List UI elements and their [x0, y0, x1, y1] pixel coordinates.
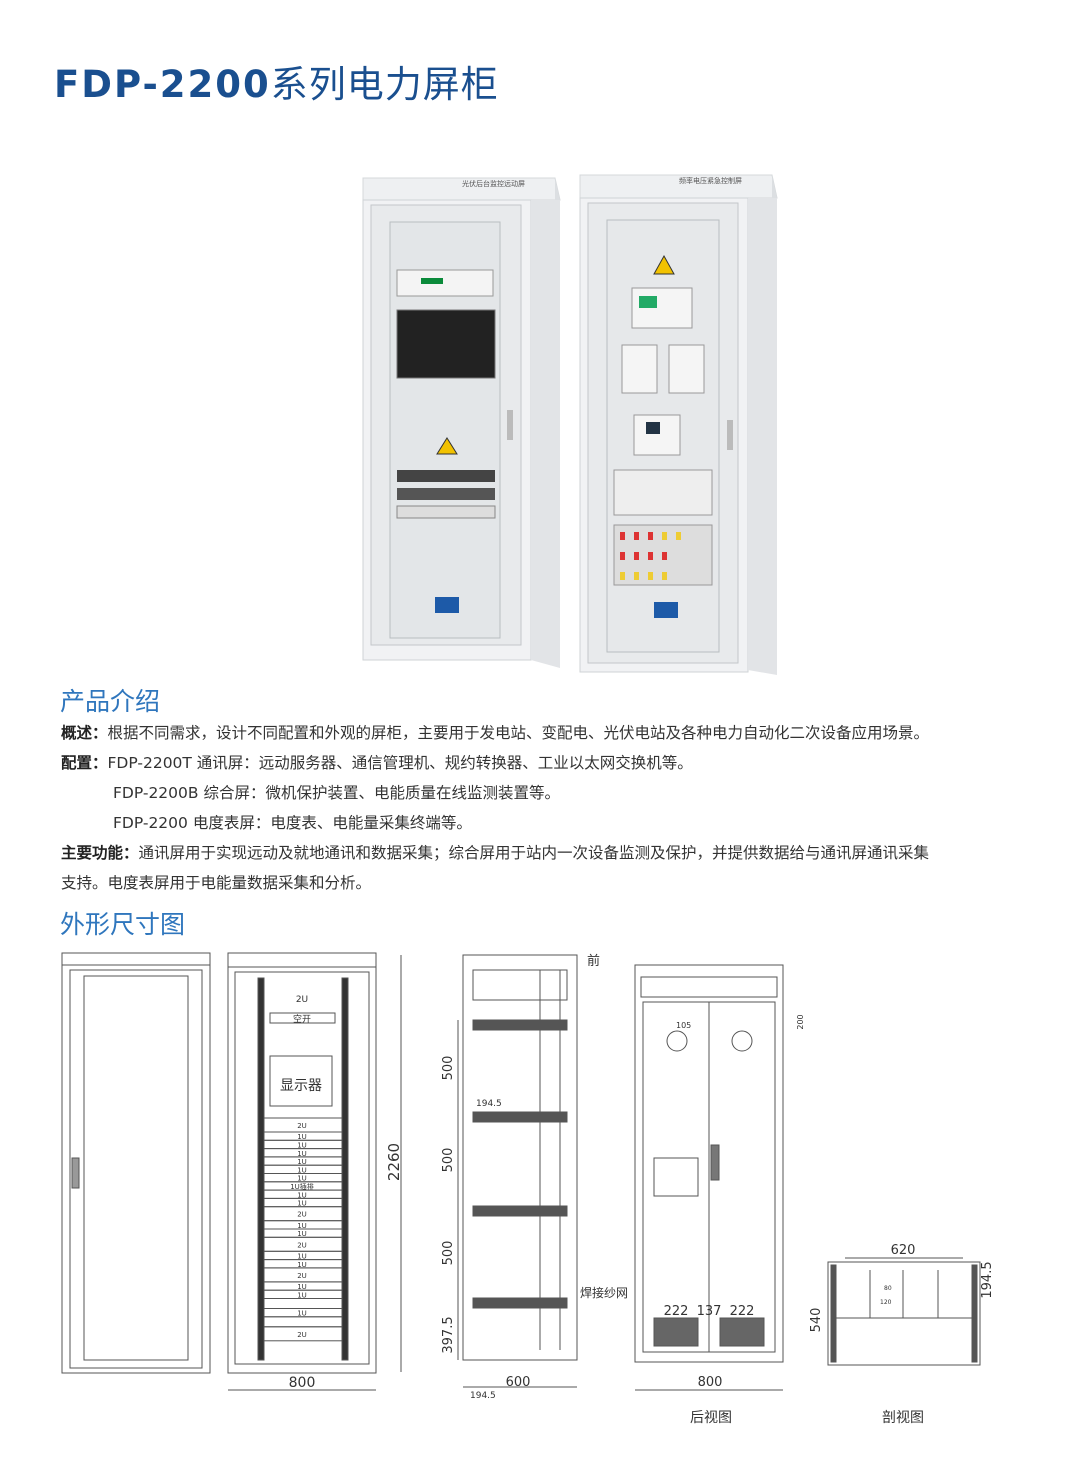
right-cabinet-label: 频率电压紧急控制屏: [679, 176, 742, 185]
rack-unit-label: 1U: [297, 1175, 307, 1183]
segment-dimension: 500: [441, 1241, 456, 1266]
intro-heading: 产品介绍: [60, 687, 161, 716]
segment-dimension: 500: [441, 1056, 456, 1081]
rack-unit-label: 2U: [297, 1241, 307, 1249]
rack-unit-label: 1U: [297, 1133, 307, 1141]
rear-dimension: 222: [730, 1304, 755, 1319]
function-label: 主要功能：: [61, 844, 139, 862]
title-model: FDP-2200: [54, 63, 271, 106]
rack-unit-label: 1U: [297, 1252, 307, 1260]
depth-dimension: 600: [506, 1375, 531, 1390]
rack-unit-label: 1U: [297, 1261, 307, 1269]
rack-units: 2U1U1U1U1U1U1U1U插排1U1U2U1U1U2U1U1U2U1U1U…: [263, 1117, 343, 1342]
rear-dimension: 222: [664, 1304, 689, 1319]
function-body: 通讯屏用于实现远动及就地通讯和数据采集；综合屏用于站内一次设备监测及保护，并提供…: [138, 844, 930, 862]
rear-dimension: 137: [697, 1304, 722, 1319]
rack-unit-label: 2U: [297, 1331, 307, 1339]
section-view-caption: 剖视图: [882, 1410, 924, 1426]
left-cabinet: 光伏后台监控远动屏: [362, 177, 561, 668]
function-text-cont: 支持。电度表屏用于电能量数据采集和分析。: [61, 874, 372, 892]
front-view: 2U 空开 显示器 2U1U1U1U1U1U1U1U插排1U1U2U1U1U2U…: [227, 952, 403, 1391]
overview-text: 概述：根据不同需求，设计不同配置和外观的屏柜，主要用于发电站、变配电、光伏电站及…: [61, 723, 929, 743]
right-cabinet: 频率电压紧急控制屏: [579, 174, 778, 675]
unit-label: 2U: [296, 995, 308, 1005]
rack-unit-label: 1U: [297, 1310, 307, 1318]
hole-dimension: 105: [676, 1021, 691, 1030]
rack-unit-label: 1U: [297, 1166, 307, 1174]
config-item: FDP-2200T 通讯屏：远动服务器、通信管理机、规约转换器、工业以太网交换机…: [107, 754, 693, 772]
mesh-label: 焊接纱网: [580, 1285, 628, 1300]
rack-unit: [263, 1298, 343, 1309]
rear-width-dimension: 800: [698, 1375, 723, 1390]
section-width-dimension: 620: [891, 1243, 916, 1258]
display-label: 显示器: [280, 1078, 322, 1094]
bottom-offset-dimension: 194.5: [470, 1391, 496, 1401]
segment-dimension: 500: [441, 1148, 456, 1173]
rear-view: 焊接纱网 222 137 222 200 105 800 后视图: [580, 964, 805, 1426]
rack-unit-label: 1U: [297, 1150, 307, 1158]
rack-unit-label: 2U: [297, 1211, 307, 1219]
dimension-drawings: 2U 空开 显示器 2U1U1U1U1U1U1U1U插排1U1U2U1U1U2U…: [61, 952, 995, 1426]
config-text: 配置：FDP-2200T 通讯屏：远动服务器、通信管理机、规约转换器、工业以太网…: [61, 753, 693, 773]
left-cabinet-label: 光伏后台监控远动屏: [462, 179, 525, 188]
rack-unit-label: 1U: [297, 1222, 307, 1230]
top-gap-dimension: 200: [796, 1014, 805, 1029]
title-name: 系列电力屏柜: [270, 63, 499, 106]
bottom-dimension: 397.5: [441, 1316, 456, 1353]
dimensions-heading: 外形尺寸图: [60, 910, 186, 939]
height-dimension: 2260: [385, 1143, 403, 1181]
rack-unit-label: 1U: [297, 1283, 307, 1291]
rack-unit-label: 1U: [297, 1291, 307, 1299]
config-item: FDP-2200 电度表屏：电度表、电能量采集终端等。: [113, 814, 472, 832]
overview-label: 概述：: [61, 724, 108, 742]
product-photo: 光伏后台监控远动屏 频率电压紧急控制屏: [362, 174, 778, 675]
rack-unit-label: 1U: [297, 1200, 307, 1208]
rack-unit-label: 1U插排: [290, 1182, 314, 1191]
side-view: 前 500 500 500 397.5 194.5 600 194.5: [441, 953, 600, 1401]
offset-dimension: 194.5: [476, 1099, 502, 1109]
section-view: 620 540 194.5 80 120 剖视图: [809, 1243, 995, 1426]
rack-unit-label: 1U: [297, 1191, 307, 1199]
rack-unit-label: 2U: [297, 1272, 307, 1280]
rear-view-caption: 后视图: [690, 1410, 732, 1426]
front-label: 前: [587, 953, 600, 969]
function-text: 主要功能：通讯屏用于实现远动及就地通讯和数据采集；综合屏用于站内一次设备监测及保…: [61, 843, 929, 863]
config-item: FDP-2200B 综合屏：微机保护装置、电能质量在线监测装置等。: [113, 784, 560, 802]
breaker-label: 空开: [293, 1013, 311, 1025]
config-label: 配置：: [61, 754, 108, 772]
box-height-dimension: 80: [884, 1285, 892, 1292]
door-view: [61, 952, 211, 1374]
box-width-dimension: 120: [880, 1299, 892, 1306]
section-depth-dimension: 540: [809, 1308, 824, 1333]
rack-unit-label: 1U: [297, 1141, 307, 1149]
section-offset-dimension: 194.5: [980, 1261, 995, 1298]
rack-unit-label: 1U: [297, 1158, 307, 1166]
rack-unit-label: 2U: [297, 1122, 307, 1130]
rack-unit: [263, 1316, 343, 1328]
overview-body: 根据不同需求，设计不同配置和外观的屏柜，主要用于发电站、变配电、光伏电站及各种电…: [107, 724, 930, 742]
width-dimension: 800: [289, 1375, 316, 1391]
rack-unit-label: 1U: [297, 1230, 307, 1238]
rack-unit: [263, 1326, 343, 1342]
page-title: FDP-2200系列电力屏柜: [54, 54, 499, 108]
